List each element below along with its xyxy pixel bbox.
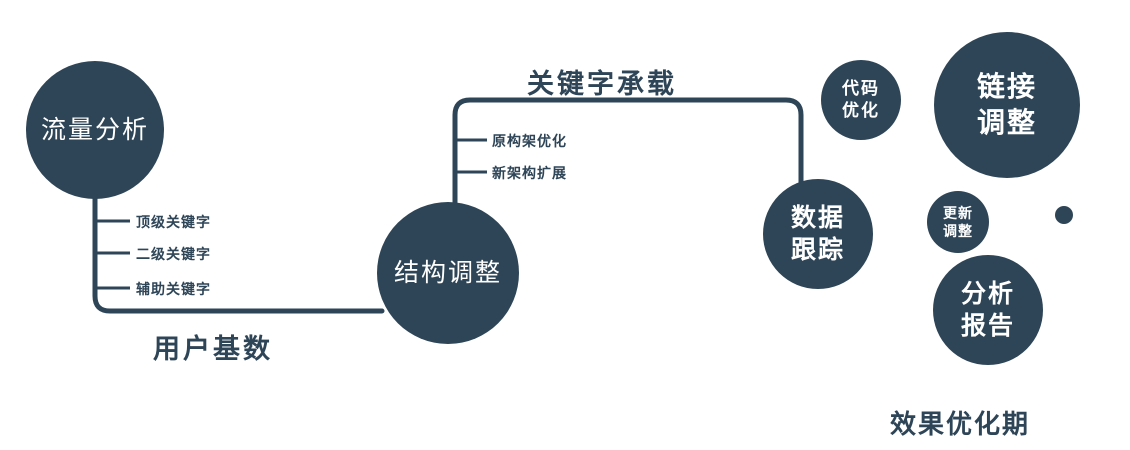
edge-label-keyword-carrying: 关键字承载 — [527, 69, 677, 99]
node-code-optimization-line2: 优化 — [842, 101, 880, 120]
node-analysis-report-line1: 分析 — [960, 279, 1015, 308]
node-data-tracking-line2: 跟踪 — [790, 236, 845, 264]
branch-label-second-keywords: 二级关键字 — [136, 246, 211, 262]
connector-structure-tracking — [452, 97, 804, 209]
node-traffic-analysis-label: 流量分析 — [40, 115, 149, 144]
node-small-dot — [1055, 206, 1073, 224]
node-update-adjustment: 更新 调整 — [927, 191, 989, 253]
node-link-adjustment: 链接 调整 — [934, 32, 1080, 178]
branch-label-top-keywords: 顶级关键字 — [136, 214, 211, 230]
node-link-adjustment-line2: 调整 — [976, 107, 1037, 138]
branch-label-auxiliary-keywords: 辅助关键字 — [136, 281, 211, 297]
node-code-optimization: 代码 优化 — [821, 60, 901, 140]
node-update-adjustment-line1: 更新 — [943, 204, 973, 221]
node-structure-adjustment-label: 结构调整 — [393, 258, 502, 287]
node-structure-adjustment: 结构调整 — [377, 202, 519, 344]
node-data-tracking: 数据 跟踪 — [763, 179, 873, 289]
connector-traffic-structure — [92, 193, 385, 314]
branch-label-original-architecture: 原构架优化 — [492, 133, 567, 149]
node-data-tracking-line1: 数据 — [790, 203, 845, 232]
branch-label-new-architecture: 新架构扩展 — [492, 165, 567, 181]
edge-label-user-base: 用户基数 — [153, 334, 273, 364]
node-link-adjustment-line1: 链接 — [976, 70, 1037, 102]
node-analysis-report: 分析 报告 — [933, 255, 1043, 365]
node-update-adjustment-line2: 调整 — [943, 223, 973, 239]
edge-label-effect-optimization-period: 效果优化期 — [890, 409, 1031, 439]
node-code-optimization-line1: 代码 — [842, 78, 880, 98]
node-traffic-analysis: 流量分析 — [26, 61, 164, 199]
node-analysis-report-line2: 报告 — [960, 312, 1015, 340]
